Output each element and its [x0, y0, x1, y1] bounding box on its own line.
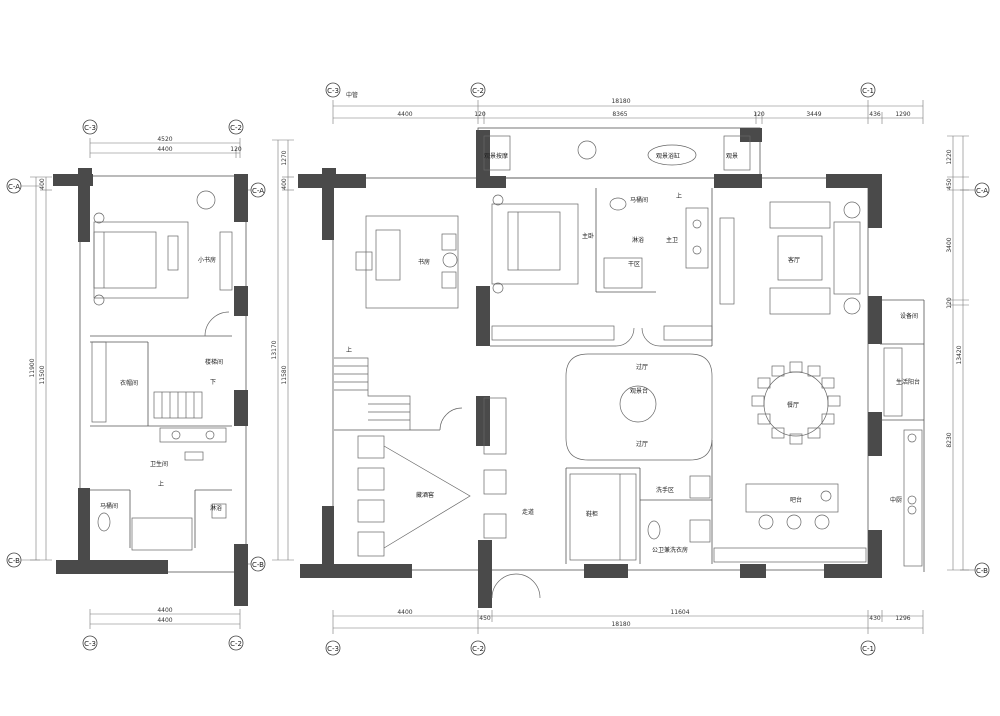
dim-mid-v-1270: 1270 — [281, 150, 288, 165]
dim-top-8365: 8365 — [612, 111, 627, 118]
room-linyu-left: 淋浴 — [210, 504, 222, 512]
dim-left-top-4400: 4400 — [157, 146, 172, 153]
room-yunxing-yuqu: 观景浴缸 — [656, 152, 680, 160]
dim-top-4400: 4400 — [397, 111, 412, 118]
room-guoting-bot: 过厅 — [636, 440, 648, 448]
axis-label-c3-top: C-3 — [327, 87, 339, 95]
dim-bot-total: 18180 — [611, 621, 630, 628]
room-yimao: 鞋柜 — [586, 510, 598, 518]
room-gongwei: 公卫兼洗衣房 — [652, 546, 688, 554]
dim-bot-430: 430 — [869, 615, 881, 622]
room-shang-bath: 上 — [676, 192, 682, 200]
dim-left-bot-4400a: 4400 — [157, 607, 172, 614]
axis-bubbles — [6, 82, 990, 656]
axis-label-c3-leftbot: C-3 — [84, 640, 96, 648]
room-yimaojian-left: 衣帽间 — [120, 379, 138, 387]
dim-top-120b: 120 — [753, 111, 765, 118]
axis-label-cb-right: C-B — [976, 567, 988, 575]
dimension-texts: 中管 18180 4400 120 8365 120 3449 436 1290… — [29, 91, 963, 628]
room-shang-left: 上 — [158, 480, 164, 488]
room-zhudeng: 观景 — [726, 153, 738, 160]
room-xishou-qu: 洗手区 — [656, 486, 674, 494]
axis-label-c2-top: C-2 — [472, 87, 484, 95]
room-louti-jian: 楼梯间 — [205, 358, 223, 366]
room-zhuwei: 主卫 — [666, 236, 678, 244]
axis-label-c2-lefttop: C-2 — [230, 124, 242, 132]
axis-label-cb-left: C-B — [8, 557, 20, 565]
dim-top-436: 436 — [869, 111, 881, 118]
room-chutai: 吧台 — [790, 496, 802, 504]
dim-right-v-450: 450 — [946, 178, 953, 190]
dim-mid-v-13170: 13170 — [271, 340, 278, 359]
room-xia: 下 — [210, 379, 216, 386]
dim-right-v-120: 120 — [946, 297, 953, 309]
dim-right-v-1220: 1220 — [946, 149, 953, 164]
dim-right-v-3400: 3400 — [946, 237, 953, 252]
room-matong-jian-left: 马桶间 — [100, 502, 118, 510]
room-canting: 餐厅 — [787, 401, 799, 409]
dim-left-bot-4400b: 4400 — [157, 617, 172, 624]
room-shang-mid: 上 — [346, 346, 352, 354]
room-guancang-qu: 藏酒窖 — [416, 491, 434, 499]
axis-label-c1-bot: C-1 — [862, 645, 874, 653]
room-zhongchu: 中厨 — [890, 496, 902, 504]
room-shufang: 书房 — [418, 258, 430, 266]
dim-bot-450: 450 — [479, 615, 491, 622]
dim-top-1290: 1290 — [895, 111, 910, 118]
room-zhuwu-qu: 观景按摩 — [484, 152, 508, 160]
room-zoudao: 走道 — [522, 508, 534, 516]
axis-label-c3-lefttop: C-3 — [84, 124, 96, 132]
main-plan — [298, 127, 925, 608]
dim-right-v-8230: 8230 — [946, 432, 953, 447]
dim-top-total: 18180 — [611, 98, 630, 105]
dim-mid-v-11580: 11580 — [281, 365, 288, 384]
axis-label-cb-mid: C-B — [252, 561, 264, 569]
room-weisheng-jian: 卫生间 — [150, 460, 168, 468]
dim-left-top-120: 120 — [230, 146, 242, 153]
main-room-labels: 书房 上 藏酒窖 走道 主卧 马桶间 淋浴 主卫 干区 观景浴缸 观景按摩 观景… — [346, 152, 920, 554]
room-zhuwo: 主卧 — [582, 232, 594, 240]
dim-left-v-11500: 11500 — [39, 365, 46, 384]
room-guoting-top: 过厅 — [636, 363, 648, 371]
dim-top-120a: 120 — [474, 111, 486, 118]
room-shenghuo-yangtai: 生活阳台 — [896, 378, 920, 386]
room-linyu: 淋浴 — [632, 236, 644, 244]
axis-label-c2-leftbot: C-2 — [230, 640, 242, 648]
dim-bot-1296: 1296 — [895, 615, 910, 622]
dimension-lines — [30, 100, 969, 634]
axis-label-c1-top: C-1 — [862, 87, 874, 95]
dim-bot-11604: 11604 — [670, 609, 689, 616]
dim-left-top-4520: 4520 — [157, 136, 172, 143]
room-keting: 客厅 — [788, 256, 800, 264]
room-xiao-shufang: 小书房 — [198, 256, 216, 264]
left-room-labels: 小书房 衣帽间 楼梯间 下 卫生间 马桶间 淋浴 上 — [100, 256, 223, 512]
axis-label-ca-mid: C-A — [252, 187, 264, 195]
room-ganqu: 干区 — [628, 261, 640, 268]
axis-label-ca-left: C-A — [8, 183, 20, 191]
axis-label-c2-bot: C-2 — [472, 645, 484, 653]
dim-bot-4400: 4400 — [397, 609, 412, 616]
axis-label-c3-bot: C-3 — [327, 645, 339, 653]
dim-top-3449: 3449 — [806, 111, 821, 118]
dim-left-v-400: 400 — [39, 178, 46, 190]
dim-mid-v-400: 400 — [281, 178, 288, 190]
axis-label-ca-right: C-A — [976, 187, 988, 195]
dim-left-v-11900: 11900 — [29, 358, 36, 377]
room-yinshi-tai: 观景台 — [630, 387, 648, 395]
dim-mid-label: 中管 — [346, 91, 358, 99]
room-shebei-jian: 设备间 — [900, 312, 918, 320]
left-plan — [53, 168, 248, 606]
dim-right-v-13420: 13420 — [956, 345, 963, 364]
room-matong-jian: 马桶间 — [630, 196, 648, 204]
axis-labels: C-3 C-2 C-1 C-3 C-2 C-1 C-3 C-2 C-3 C-2 … — [8, 87, 988, 653]
